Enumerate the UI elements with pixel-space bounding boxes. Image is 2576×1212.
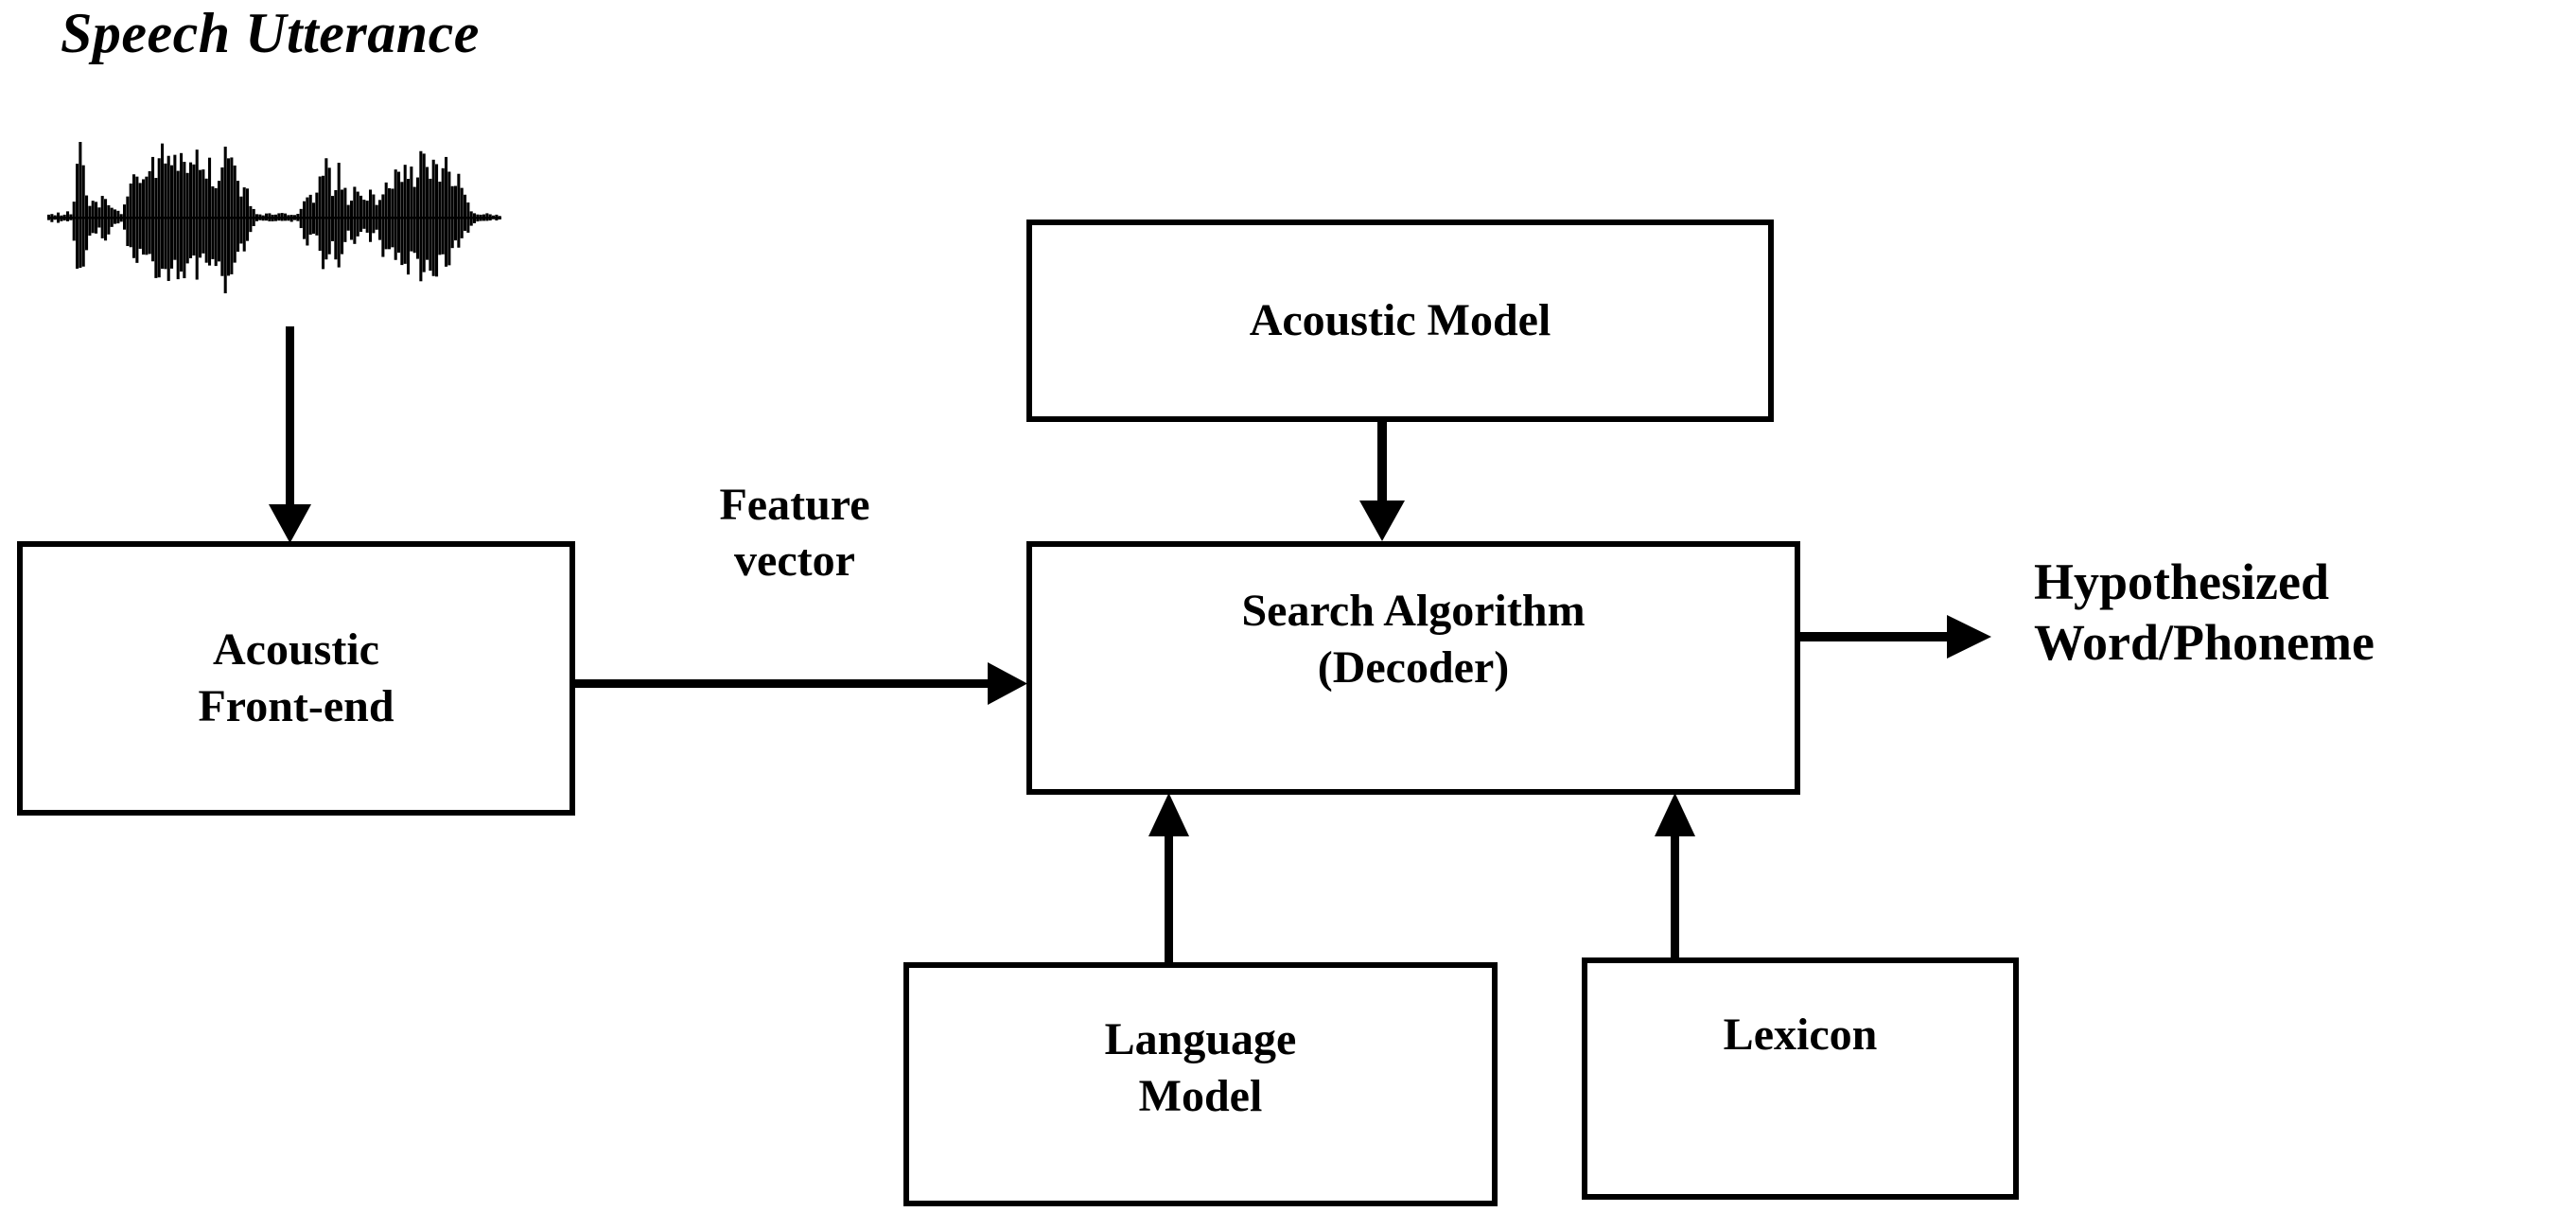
- box-acoustic-frontend[interactable]: Acoustic Front-end: [17, 541, 575, 816]
- arrow-search-to-output: [1800, 615, 1991, 659]
- arrow-languagemodel-to-search: [1148, 793, 1189, 965]
- box-lexicon[interactable]: Lexicon: [1582, 957, 2019, 1200]
- box-search-algorithm[interactable]: Search Algorithm (Decoder): [1026, 541, 1800, 795]
- box-lexicon-label: Lexicon: [1723, 1010, 1878, 1060]
- page-title: Speech Utterance: [61, 2, 480, 64]
- box-language-model[interactable]: Language Model: [903, 962, 1498, 1206]
- arrow-waveform-to-frontend: [269, 326, 311, 543]
- box-acoustic-model[interactable]: Acoustic Model: [1026, 220, 1774, 422]
- arrow-lexicon-to-search: [1655, 793, 1695, 962]
- speech-waveform: [47, 142, 501, 293]
- box-acoustic-frontend-label: Acoustic Front-end: [198, 624, 394, 731]
- box-search-algorithm-label: Search Algorithm (Decoder): [1241, 586, 1586, 693]
- box-acoustic-model-label: Acoustic Model: [1249, 295, 1551, 345]
- label-feature-vector: Feature vector: [719, 480, 870, 586]
- box-language-model-label: Language Model: [1104, 1014, 1297, 1121]
- arrow-frontend-to-search: [575, 662, 1027, 705]
- arrow-acousticmodel-to-search: [1359, 422, 1405, 541]
- label-hypothesized-output: Hypothesized Word/Phoneme: [2034, 553, 2374, 671]
